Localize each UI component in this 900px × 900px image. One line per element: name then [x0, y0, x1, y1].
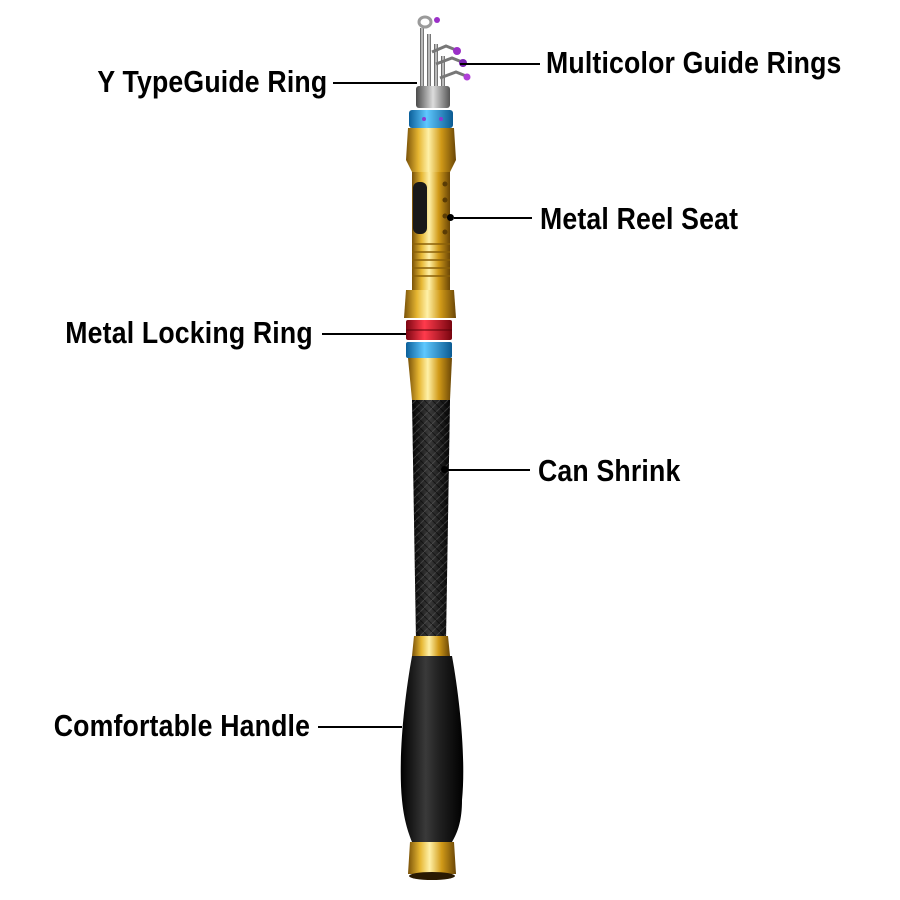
leader-line-guide-ring: [333, 82, 417, 84]
label-reel-seat: Metal Reel Seat: [540, 201, 739, 236]
guide-rings-cluster: [416, 15, 471, 108]
label-locking-ring: Metal Locking Ring: [65, 315, 313, 350]
reel-seat-body: [412, 172, 450, 290]
carbon-blank: [412, 400, 450, 640]
foam-grip: [400, 656, 464, 842]
label-handle: Comfortable Handle: [53, 708, 310, 743]
leader-dot-reel-seat: [447, 214, 454, 221]
label-guide-rings: Multicolor Guide Rings: [546, 45, 842, 80]
leader-line-locking-ring: [322, 333, 406, 335]
leader-line-handle: [318, 726, 402, 728]
leader-line-reel-seat: [454, 217, 532, 219]
leader-dot-shrink: [441, 466, 448, 473]
leader-line-shrink: [448, 469, 530, 471]
label-guide-ring: Y TypeGuide Ring: [97, 64, 327, 99]
locking-ring-bands: [406, 320, 452, 358]
leader-line-guide-rings: [460, 63, 540, 65]
label-shrink: Can Shrink: [538, 453, 681, 488]
